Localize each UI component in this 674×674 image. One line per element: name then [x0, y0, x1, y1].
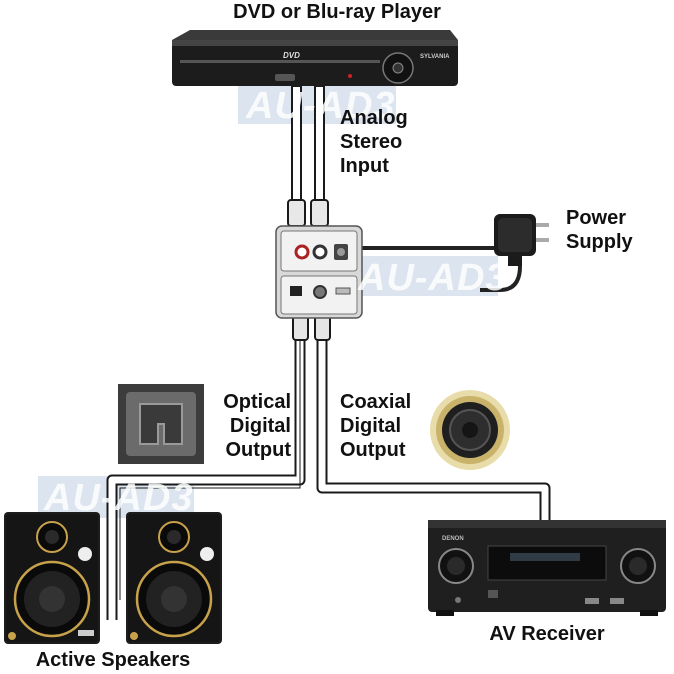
analog-label-line-2: Stereo	[340, 131, 403, 153]
power-supply-label: Power Supply	[566, 206, 633, 254]
coaxial-cable	[316, 330, 551, 525]
coaxial-label-line-3: Output	[340, 439, 406, 461]
optical-port-image	[118, 384, 204, 464]
optical-label-line-3: Output	[225, 439, 291, 461]
dvd-logo: DVD	[283, 51, 300, 60]
optical-cable	[106, 330, 306, 620]
coaxial-digital-output-label: Coaxial Digital Output	[340, 390, 411, 462]
coaxial-label-line-2: Digital	[340, 415, 402, 437]
coaxial-label-line-1: Coaxial	[340, 391, 412, 413]
dvd-player-label: DVD or Blu-ray Player	[233, 1, 441, 23]
watermark-band-middle	[352, 256, 498, 296]
optical-label-line-2: Digital	[229, 415, 291, 437]
power-adapter	[494, 214, 549, 266]
watermark-top: AU-AD3	[246, 85, 396, 127]
av-receiver-artwork: DENON	[428, 520, 666, 616]
receiver-brand: DENON	[442, 536, 464, 542]
analog-stereo-input-label: Analog Stereo Input	[340, 106, 408, 178]
analog-label-line-1: Analog	[340, 107, 408, 129]
active-speakers-label: Active Speakers	[35, 649, 191, 671]
active-speakers-artwork	[4, 512, 222, 644]
optical-digital-output-label: Optical Digital Output	[215, 390, 291, 462]
converter-box	[275, 225, 363, 319]
power-label-line-2: Supply	[566, 231, 633, 253]
av-receiver-label: AV Receiver	[489, 623, 605, 645]
optical-label-line-1: Optical	[223, 391, 291, 413]
power-label-line-1: Power	[566, 207, 627, 229]
dvd-brand: SYLVANIA	[420, 54, 450, 60]
watermark-middle: AU-AD3	[358, 257, 508, 299]
coaxial-port-image	[430, 390, 510, 470]
analog-label-line-3: Input	[340, 155, 389, 177]
watermark-bottom: AU-AD3	[44, 477, 194, 519]
dvd-player: DVD SYLVANIA	[172, 30, 458, 86]
